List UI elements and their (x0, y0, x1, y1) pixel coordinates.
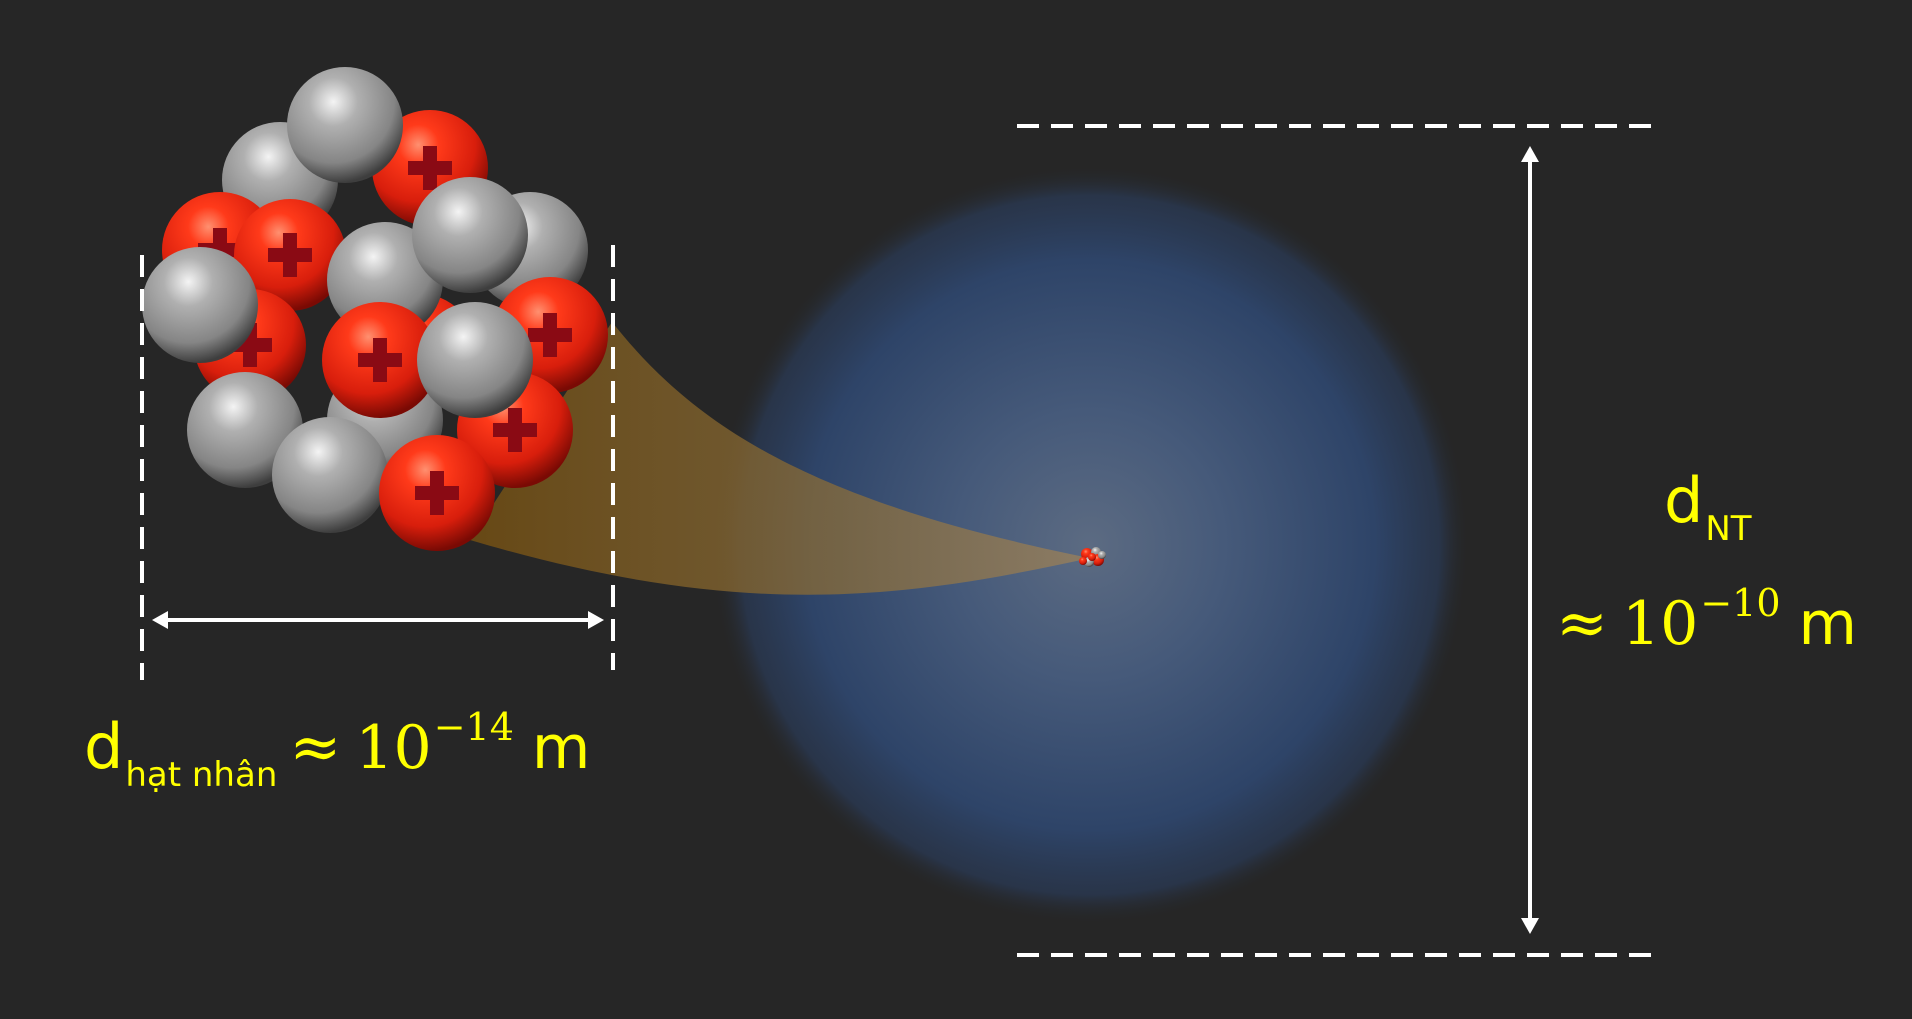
atom-diameter-subscript: NT (1705, 509, 1752, 549)
nucleus-approx-sign: ≈ (289, 710, 342, 783)
neutron (142, 247, 258, 363)
atom-diameter-symbol-label: dNT (1664, 470, 1752, 547)
plus-icon (528, 313, 572, 357)
nucleus-cluster (142, 67, 608, 551)
neutron (412, 177, 528, 293)
nucleus-diameter-unit: m (531, 713, 591, 783)
atom-diameter-base: 10 (1621, 589, 1699, 659)
tiny-nucleus (1079, 547, 1106, 567)
zoom-funnel (470, 322, 1090, 595)
proton (379, 435, 495, 551)
plus-icon (268, 233, 312, 277)
proton (234, 199, 346, 311)
neutron (272, 417, 388, 533)
proton (322, 302, 438, 418)
nucleus-diameter-base: 10 (355, 713, 432, 783)
plus-icon (493, 408, 537, 452)
nucleus-diameter-exponent: −14 (433, 705, 514, 749)
neutron (417, 302, 533, 418)
nucleus-diameter-subscript: hạt nhân (125, 755, 278, 795)
neutron (287, 67, 403, 183)
plus-icon (228, 323, 272, 367)
neutron (187, 372, 303, 488)
nucleus-diameter-label: dhạt nhân ≈10−14 m (84, 708, 590, 792)
electron-cloud (710, 165, 1470, 925)
nucleus-diameter-symbol: d (84, 710, 124, 783)
plus-icon (358, 338, 402, 382)
plus-icon (415, 471, 459, 515)
atom-diameter-exponent: −10 (1700, 581, 1781, 625)
double-arrow-vertical-icon (1521, 146, 1539, 934)
plus-icon (408, 146, 452, 190)
atom-approx-sign: ≈ (1556, 586, 1608, 659)
atom-diameter-symbol: d (1664, 464, 1704, 537)
plus-icon (198, 228, 242, 272)
double-arrow-horizontal-icon (152, 611, 604, 629)
atom-diameter-unit: m (1798, 589, 1857, 659)
